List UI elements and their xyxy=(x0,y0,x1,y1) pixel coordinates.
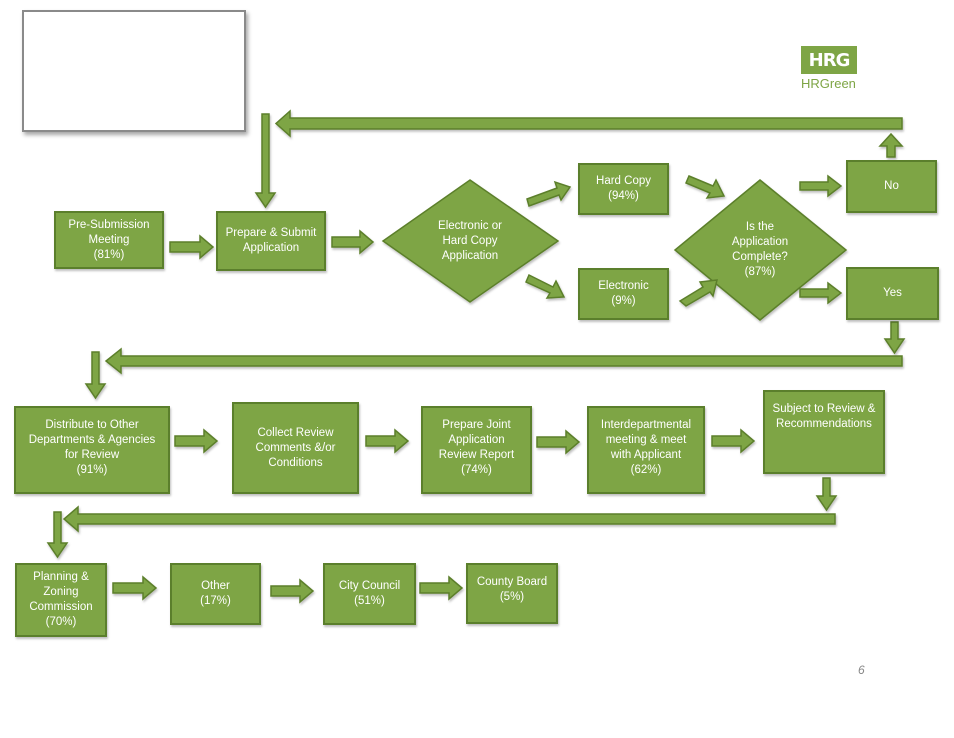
city-council-label: City Council (51%) xyxy=(338,580,401,607)
prepare-submit-box: Prepare & Submit Application xyxy=(216,211,326,271)
yes-box: Yes xyxy=(846,267,939,320)
return-arrow-bottom xyxy=(62,505,836,533)
logo-mark: HRG xyxy=(801,46,857,74)
pre-submission-meeting-box: Pre-Submission Meeting (81%) xyxy=(54,211,164,269)
distribute-label: Distribute to Other Departments & Agenci… xyxy=(28,419,156,476)
decision-diamond-format xyxy=(381,179,560,303)
up-arrow-no xyxy=(878,132,904,158)
arrow-council-county xyxy=(419,575,464,601)
arrow-complete-no xyxy=(799,174,843,198)
decision-diamond-complete xyxy=(673,179,848,321)
county-board-label: County Board (5%) xyxy=(476,576,548,603)
arrow-hard-complete xyxy=(685,175,726,199)
county-board-box: County Board (5%) xyxy=(466,563,558,624)
arrow-joint-interdept xyxy=(536,429,581,455)
down-arrow-distribute xyxy=(84,351,107,400)
arrow-prepare-diamond xyxy=(331,229,375,255)
arrow-electronic-complete xyxy=(678,279,718,307)
arrow-planning-other xyxy=(112,575,158,601)
arrow-diamond-electronic xyxy=(525,273,566,299)
subject-to-review-label: Subject to Review & Recommendations xyxy=(772,403,876,430)
interdepartmental-meeting-label: Interdepartmental meeting & meet with Ap… xyxy=(600,419,692,476)
blank-image-placeholder xyxy=(22,10,246,132)
arrow-complete-yes xyxy=(799,281,843,305)
arrow-diamond-hard xyxy=(526,180,572,207)
prepare-submit-label: Prepare & Submit Application xyxy=(225,227,317,254)
down-arrow-subject xyxy=(815,477,838,512)
other-label: Other (17%) xyxy=(200,580,231,607)
arrow-collect-joint xyxy=(365,428,410,454)
electronic-box: Electronic (9%) xyxy=(578,268,669,320)
collect-review-box: Collect Review Comments &/or Conditions xyxy=(232,402,359,494)
application-complete-label: Is the Application Complete? (87%) xyxy=(731,221,789,278)
hard-copy-box: Hard Copy (94%) xyxy=(578,163,669,215)
pre-submission-label: Pre-Submission Meeting (81%) xyxy=(68,218,150,261)
electronic-label: Electronic (9%) xyxy=(598,280,649,307)
page-number: 6 xyxy=(858,663,865,677)
electronic-or-hard-copy-label: Electronic or Hard Copy Application xyxy=(438,219,502,262)
arrow-other-council xyxy=(270,578,315,604)
planning-zoning-label: Planning & Zoning Commission (70%) xyxy=(29,571,93,628)
interdepartmental-meeting-box: Interdepartmental meeting & meet with Ap… xyxy=(587,406,705,494)
subject-to-review-box: Subject to Review & Recommendations xyxy=(763,390,885,474)
joint-review-report-label: Prepare Joint Application Review Report … xyxy=(438,419,515,476)
arrow-presub-prepare xyxy=(169,234,215,260)
yes-label: Yes xyxy=(883,287,902,299)
joint-review-report-box: Prepare Joint Application Review Report … xyxy=(421,406,532,494)
return-arrow-top xyxy=(274,109,903,138)
distribute-box: Distribute to Other Departments & Agenci… xyxy=(14,406,170,494)
down-arrow-planning xyxy=(46,511,69,559)
logo-wordmark: HRGreen xyxy=(801,76,856,91)
city-council-box: City Council (51%) xyxy=(323,563,416,625)
other-box: Other (17%) xyxy=(170,563,261,625)
arrow-distribute-collect xyxy=(174,428,219,454)
arrow-interdept-subject xyxy=(711,428,756,454)
hrgreen-logo: HRG HRGreen xyxy=(801,46,861,96)
hard-copy-label: Hard Copy (94%) xyxy=(596,175,651,202)
collect-review-label: Collect Review Comments &/or Conditions xyxy=(255,426,336,469)
no-box: No xyxy=(846,160,937,213)
down-arrow-yes xyxy=(883,321,906,355)
no-label: No xyxy=(884,180,899,192)
planning-zoning-box: Planning & Zoning Commission (70%) xyxy=(15,563,107,637)
down-arrow-prepare xyxy=(254,113,277,209)
return-arrow-middle xyxy=(104,347,903,375)
